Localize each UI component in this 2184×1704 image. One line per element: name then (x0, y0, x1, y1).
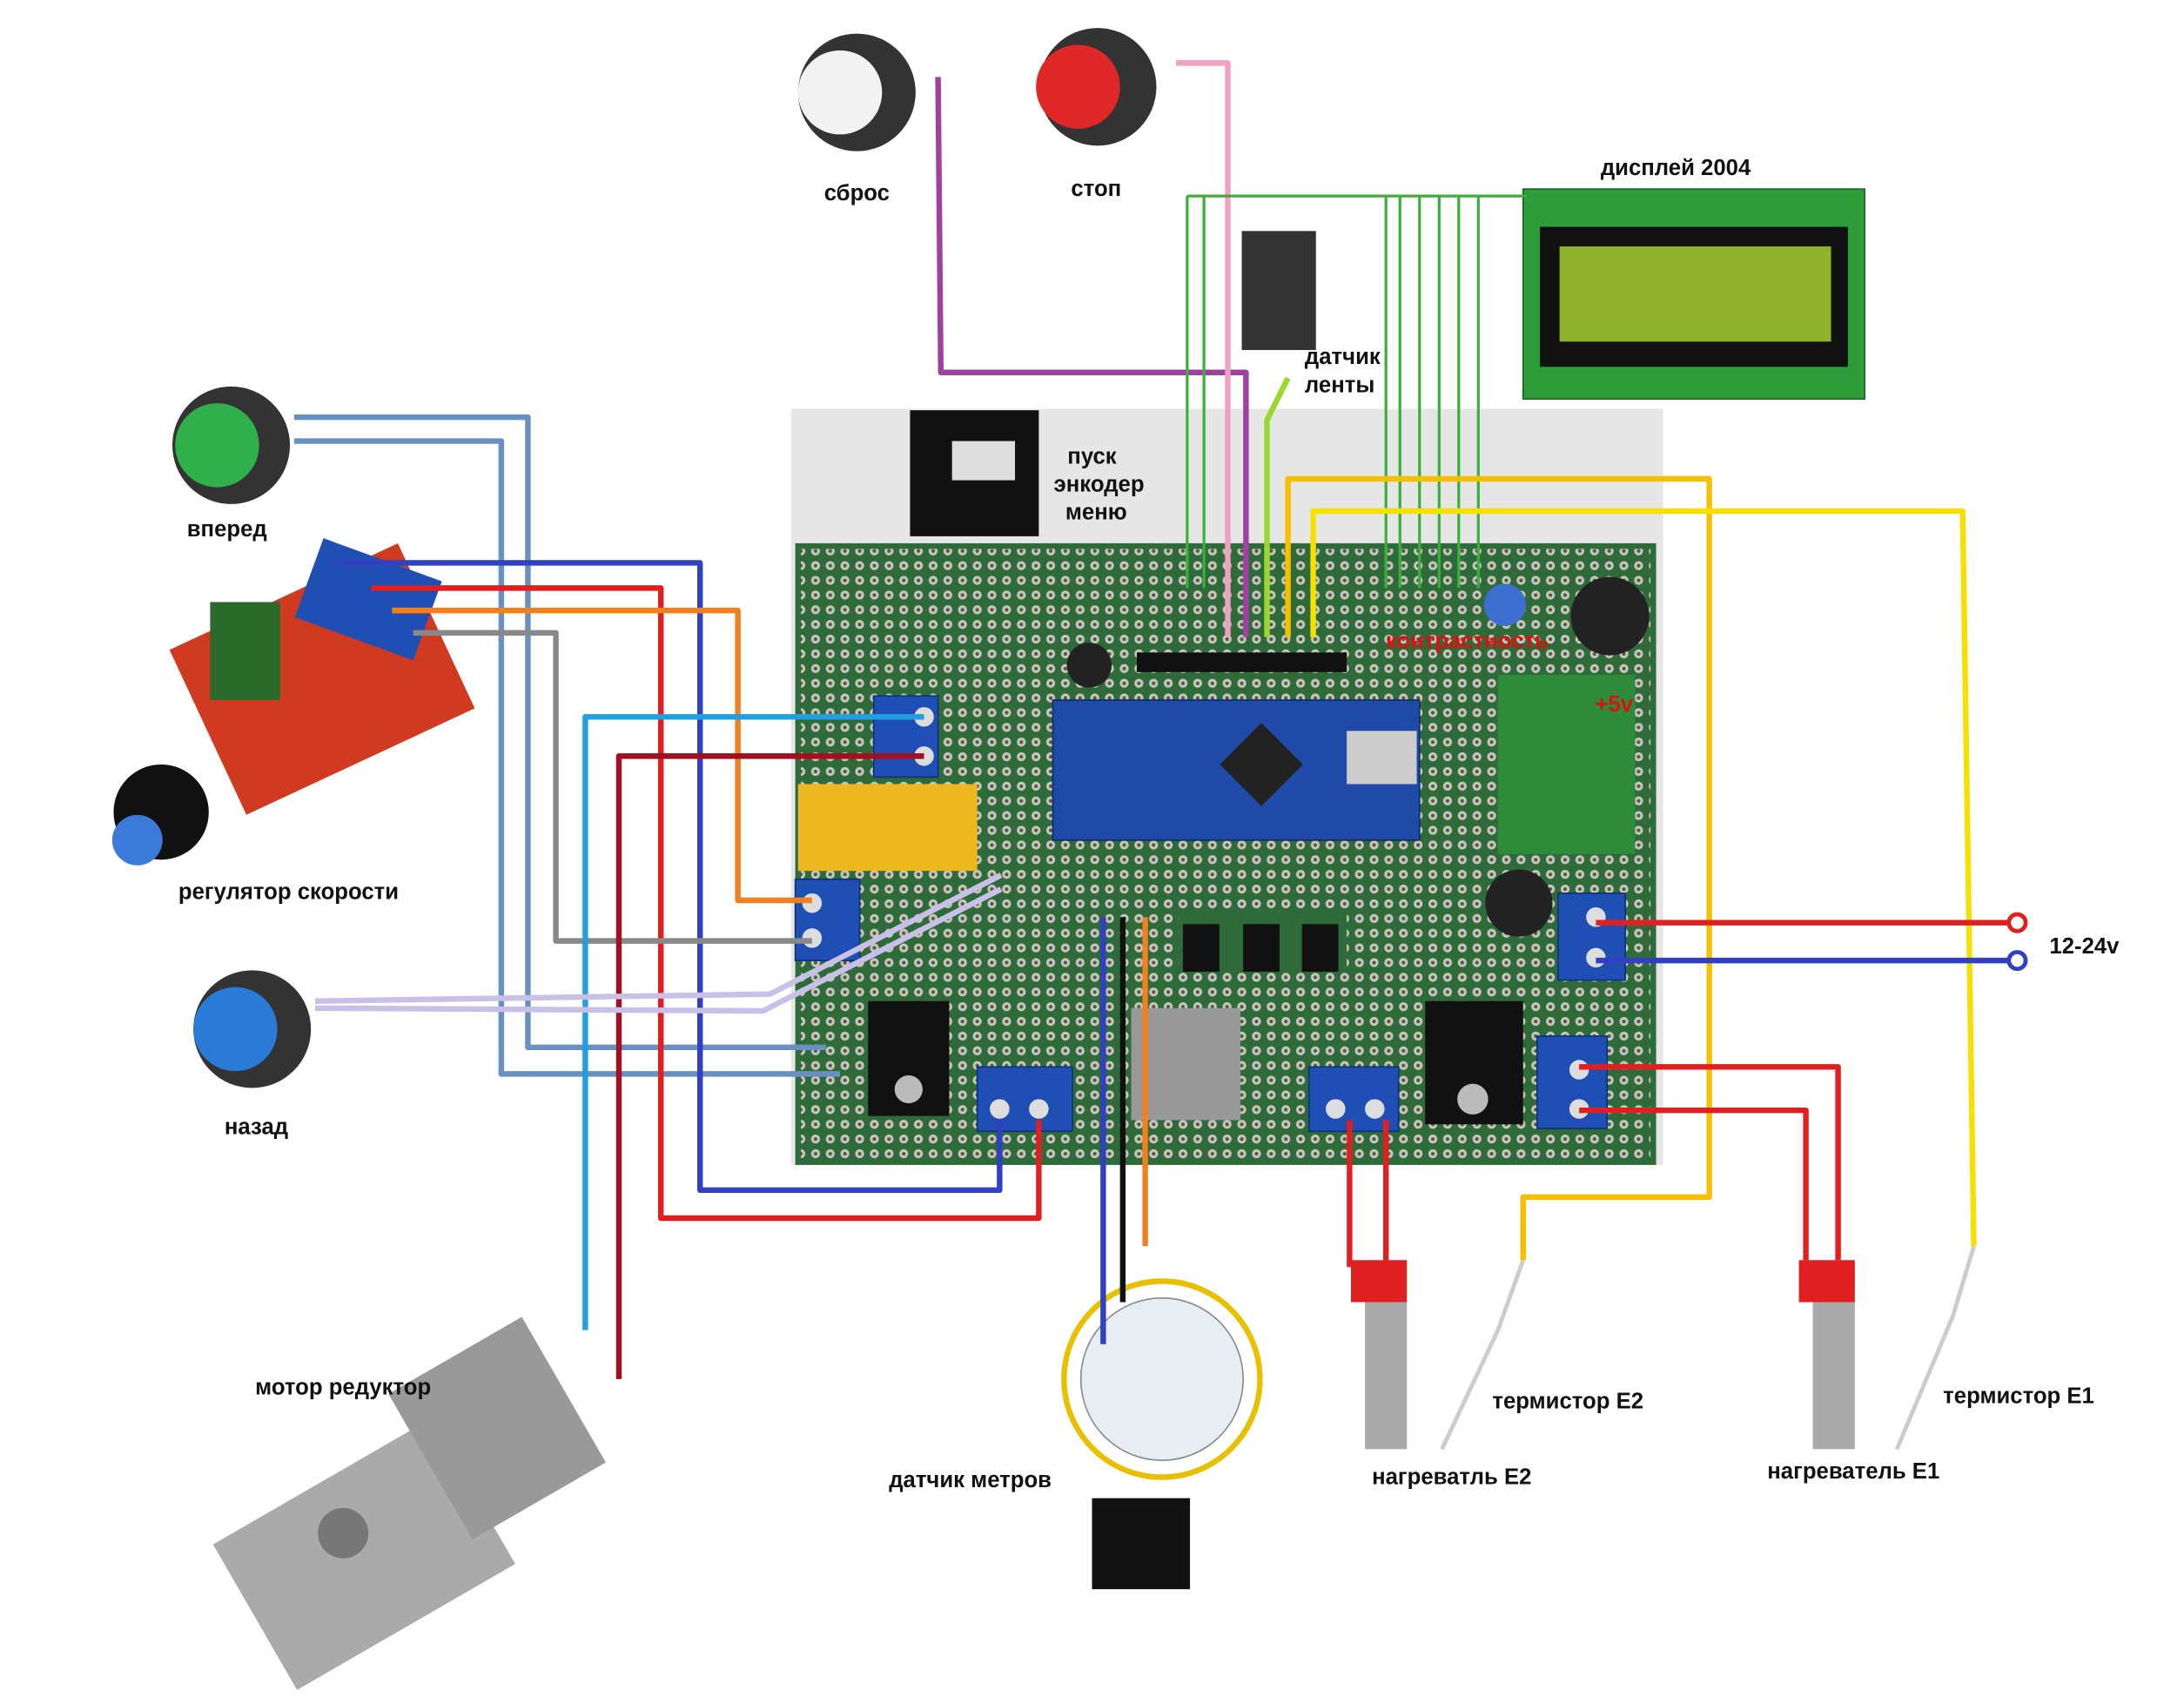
label-tape-sensor: ленты (1305, 373, 1374, 397)
tape-limit-switch (1241, 231, 1316, 351)
label-contrast: контрастность (1386, 630, 1549, 654)
wire (315, 886, 1003, 1014)
label-forward: вперед (187, 517, 267, 542)
reset-button (797, 33, 916, 152)
label-encoder: меню (1065, 501, 1127, 525)
terminal-block (872, 695, 939, 778)
wire (1175, 60, 1231, 637)
meter-sensor (1061, 1278, 1263, 1590)
wire (615, 753, 924, 1379)
wire (293, 438, 841, 1077)
terminal-block (976, 1066, 1073, 1133)
label-encoder: энкодер (1054, 472, 1145, 496)
thermistor-e2 (1440, 1259, 1526, 1451)
forward-button (172, 386, 291, 504)
label-heater-e2: нагреватль E2 (1372, 1465, 1531, 1490)
heater-e2 (1350, 1260, 1408, 1450)
wire (293, 414, 826, 1051)
wire (413, 630, 812, 944)
wire (371, 585, 1042, 1222)
label-display: дисплей 2004 (1601, 156, 1751, 180)
wire (314, 872, 1003, 1004)
label-thermistor-e1: термистор E1 (1943, 1384, 2094, 1408)
heater-e1 (1798, 1260, 1855, 1450)
wire (1310, 508, 1977, 1247)
label-back: назад (225, 1115, 288, 1140)
contrast-potentiometer (1483, 583, 1526, 626)
label-motor: мотор редуктор (255, 1376, 431, 1400)
label-encoder: пуск (1067, 444, 1117, 468)
stop-button (1036, 28, 1157, 146)
power-terminal-minus (2006, 950, 2028, 972)
terminal-block (794, 879, 861, 961)
wire (1264, 376, 1291, 637)
wire (1579, 1107, 1809, 1261)
terminal-block (1557, 892, 1626, 981)
label-speed-regulator: регулятор скорости (178, 879, 399, 904)
gear-motor (212, 1317, 606, 1690)
thermistor-e1 (1894, 1245, 1976, 1451)
wire (336, 560, 1003, 1194)
wire (582, 714, 924, 1330)
back-button (193, 970, 312, 1088)
relay (797, 784, 978, 872)
wire (935, 77, 1249, 637)
wire (1285, 475, 1712, 1261)
label-heater-e1: нагреватель E1 (1767, 1459, 1939, 1484)
power-terminal-plus (2006, 912, 2028, 933)
label-5v: +5v (1595, 692, 1633, 717)
label-stop: стоп (1071, 177, 1121, 201)
wire (1579, 1064, 1841, 1261)
dc-dc-converter (1497, 675, 1636, 854)
label-thermistor-e2: термистор E2 (1492, 1390, 1643, 1414)
label-tape-sensor: датчик (1305, 345, 1381, 369)
label-power: 12-24v (2049, 934, 2120, 959)
label-meter-sensor: датчик метров (889, 1468, 1052, 1492)
label-reset: сброс (824, 181, 890, 205)
